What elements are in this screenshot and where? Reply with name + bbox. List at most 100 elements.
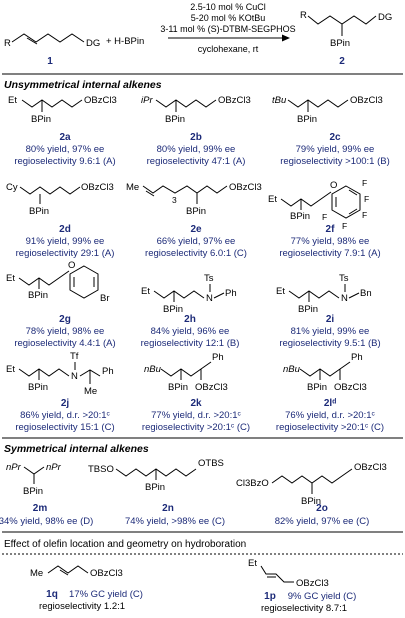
svg-text:BPin: BPin <box>145 482 165 493</box>
substrate-dg: DG <box>86 38 100 49</box>
svg-text:O: O <box>68 260 75 271</box>
label-2h: 2h <box>184 314 196 325</box>
structure-2k: nBu BPin OBzCl3 Ph <box>144 352 228 393</box>
structure-2n: TBSO BPin OTBS <box>88 458 224 493</box>
svg-text:Ph: Ph <box>225 288 237 299</box>
result-2c-2: regioselectivity >100:1 (B) <box>280 156 390 167</box>
svg-text:Et: Et <box>6 364 15 375</box>
svg-text:3: 3 <box>172 195 177 205</box>
svg-text:Et: Et <box>8 95 17 106</box>
label-2d: 2d <box>59 224 71 235</box>
label-2o: 2o <box>316 503 328 514</box>
svg-text:F: F <box>342 221 347 231</box>
svg-text:Ts: Ts <box>339 273 349 284</box>
svg-text:Et: Et <box>276 286 285 297</box>
label-2c: 2c <box>329 132 341 143</box>
condition-3: 3-11 mol % (S)-DTBM-SEGPHOS <box>160 24 295 34</box>
svg-text:OBzCl3: OBzCl3 <box>296 578 329 589</box>
section-effect: Effect of olefin location and geometry o… <box>4 539 246 550</box>
result-1q-2: regioselectivity 1.2:1 <box>39 601 125 612</box>
structure-2h: Et BPin N Ts Ph <box>141 273 237 315</box>
svg-text:O: O <box>330 180 337 191</box>
product-dg: DG <box>378 12 392 23</box>
product-r: R <box>300 10 307 21</box>
svg-text:tBu: tBu <box>272 95 287 106</box>
result-2h-2: regioselectivity 12:1 (B) <box>141 338 240 349</box>
substrate-r: R <box>4 38 11 49</box>
structure-2l: nBu BPin OBzCl3 Ph <box>283 352 367 393</box>
structure-2c: tBu BPin OBzCl3 <box>272 95 383 125</box>
condition-1: 2.5-10 mol % CuCl <box>190 2 266 12</box>
result-2d-2: regioselectivity 29:1 (A) <box>16 248 115 259</box>
section-unsymmetrical: Unsymmetrical internal alkenes <box>4 79 162 91</box>
svg-text:iPr: iPr <box>141 95 153 106</box>
reaction-arrow-head <box>282 34 290 42</box>
svg-text:Me: Me <box>84 386 97 397</box>
result-2j-1: 86% yield, d.r. >20:1ᶜ <box>20 410 110 421</box>
result-2k-1: 77% yield, d.r. >20:1ᶜ <box>151 410 241 421</box>
svg-text:N: N <box>206 293 213 304</box>
label-2f: 2f <box>326 224 336 235</box>
svg-text:N: N <box>341 293 348 304</box>
label-2j: 2j <box>61 398 70 409</box>
svg-text:OBzCl3: OBzCl3 <box>350 95 383 106</box>
svg-text:BPin: BPin <box>298 304 318 315</box>
svg-text:BPin: BPin <box>31 114 51 125</box>
structure-2m: nPr nPr BPin <box>6 462 62 497</box>
svg-text:OBzCl3: OBzCl3 <box>81 182 114 193</box>
svg-text:nPr: nPr <box>46 462 62 473</box>
label-2g: 2g <box>59 314 71 325</box>
result-2g-2: regioselectivity 4.4:1 (A) <box>14 338 115 349</box>
svg-text:Br: Br <box>100 293 110 304</box>
result-1p-1: 9% GC yield (C) <box>288 591 357 602</box>
svg-text:Cy: Cy <box>6 182 18 193</box>
structure-2b: iPr BPin OBzCl3 <box>141 95 251 125</box>
svg-text:BPin: BPin <box>28 290 48 301</box>
svg-text:OBzCl3: OBzCl3 <box>90 568 123 579</box>
result-1p-2: regioselectivity 8.7:1 <box>261 603 347 614</box>
product-label: 2 <box>339 56 345 67</box>
svg-text:N: N <box>71 371 78 382</box>
svg-text:BPin: BPin <box>307 382 327 393</box>
structure-2i: Et BPin N Ts Bn <box>276 273 372 315</box>
label-2i: 2i <box>326 314 335 325</box>
svg-text:Ph: Ph <box>102 366 114 377</box>
structure-2j: Et BPin N Tf Ph Me <box>6 351 114 397</box>
svg-text:F: F <box>362 178 367 188</box>
svg-text:Et: Et <box>6 273 15 284</box>
structure-2f: Et BPin O F F F F F <box>268 178 369 231</box>
svg-text:Ph: Ph <box>212 352 224 363</box>
label-2a: 2a <box>59 132 71 143</box>
structure-2a: Et BPin OBzCl3 <box>8 95 117 125</box>
label-2e: 2e <box>190 224 202 235</box>
svg-text:BPin: BPin <box>301 496 321 507</box>
result-2h-1: 84% yield, 96% ee <box>151 326 230 337</box>
label-2b: 2b <box>190 132 202 143</box>
result-2l-1: 76% yield, d.r. >20:1ᶜ <box>285 410 375 421</box>
result-1q-1: 17% GC yield (C) <box>69 589 143 600</box>
result-2i-2: regioselectivity 9.5:1 (B) <box>279 338 380 349</box>
svg-text:BPin: BPin <box>28 382 48 393</box>
structure-2g: Et BPin O Br <box>6 260 110 304</box>
svg-text:TBSO: TBSO <box>88 464 114 475</box>
substrate-double-bond <box>26 37 38 45</box>
svg-text:OBzCl3: OBzCl3 <box>334 382 367 393</box>
svg-text:BPin: BPin <box>163 304 183 315</box>
svg-text:F: F <box>362 210 367 220</box>
svg-text:Me: Me <box>126 182 139 193</box>
svg-text:nPr: nPr <box>6 462 22 473</box>
result-2f-1: 77% yield, 98% ee <box>291 236 370 247</box>
result-2e-1: 66% yield, 97% ee <box>157 236 236 247</box>
svg-text:BPin: BPin <box>290 211 310 222</box>
label-2n: 2n <box>162 503 174 514</box>
svg-text:OBzCl3: OBzCl3 <box>229 182 262 193</box>
result-2m: 34% yield, 98% ee (D) <box>0 516 93 527</box>
result-2i-1: 81% yield, 99% ee <box>291 326 370 337</box>
result-2a-2: regioselectivity 9.6:1 (A) <box>14 156 115 167</box>
label-2l: 2lᵈ <box>324 398 336 409</box>
svg-text:BPin: BPin <box>165 114 185 125</box>
result-2g-1: 78% yield, 98% ee <box>26 326 105 337</box>
label-1q: 1q <box>46 589 58 600</box>
svg-text:BPin: BPin <box>23 486 43 497</box>
